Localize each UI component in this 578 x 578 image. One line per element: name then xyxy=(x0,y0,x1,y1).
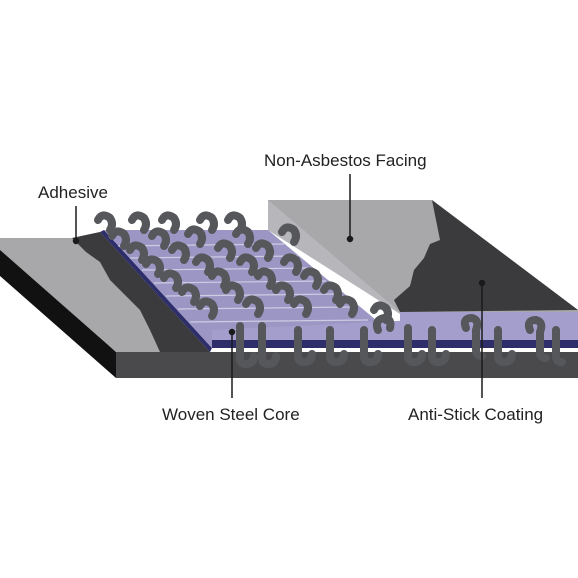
woven-core-top xyxy=(104,230,388,348)
anti-stick-coating xyxy=(394,200,578,312)
label-non-asbestos-facing: Non-Asbestos Facing xyxy=(264,151,427,170)
label-anti-stick-coating: Anti-Stick Coating xyxy=(408,405,543,424)
adhesive-strip xyxy=(72,232,210,352)
label-adhesive: Adhesive xyxy=(38,183,108,202)
front-tangs xyxy=(236,313,566,369)
steel-hooks xyxy=(94,211,392,324)
label-woven-steel-core: Woven Steel Core xyxy=(162,405,300,424)
core-navy-edge-left xyxy=(100,230,212,352)
left-slab-side-face xyxy=(0,244,116,378)
core-front-navy xyxy=(212,340,578,348)
callout-leaders xyxy=(72,174,486,398)
facing-side-face xyxy=(268,200,400,314)
facing-lavender-strip xyxy=(400,312,578,340)
